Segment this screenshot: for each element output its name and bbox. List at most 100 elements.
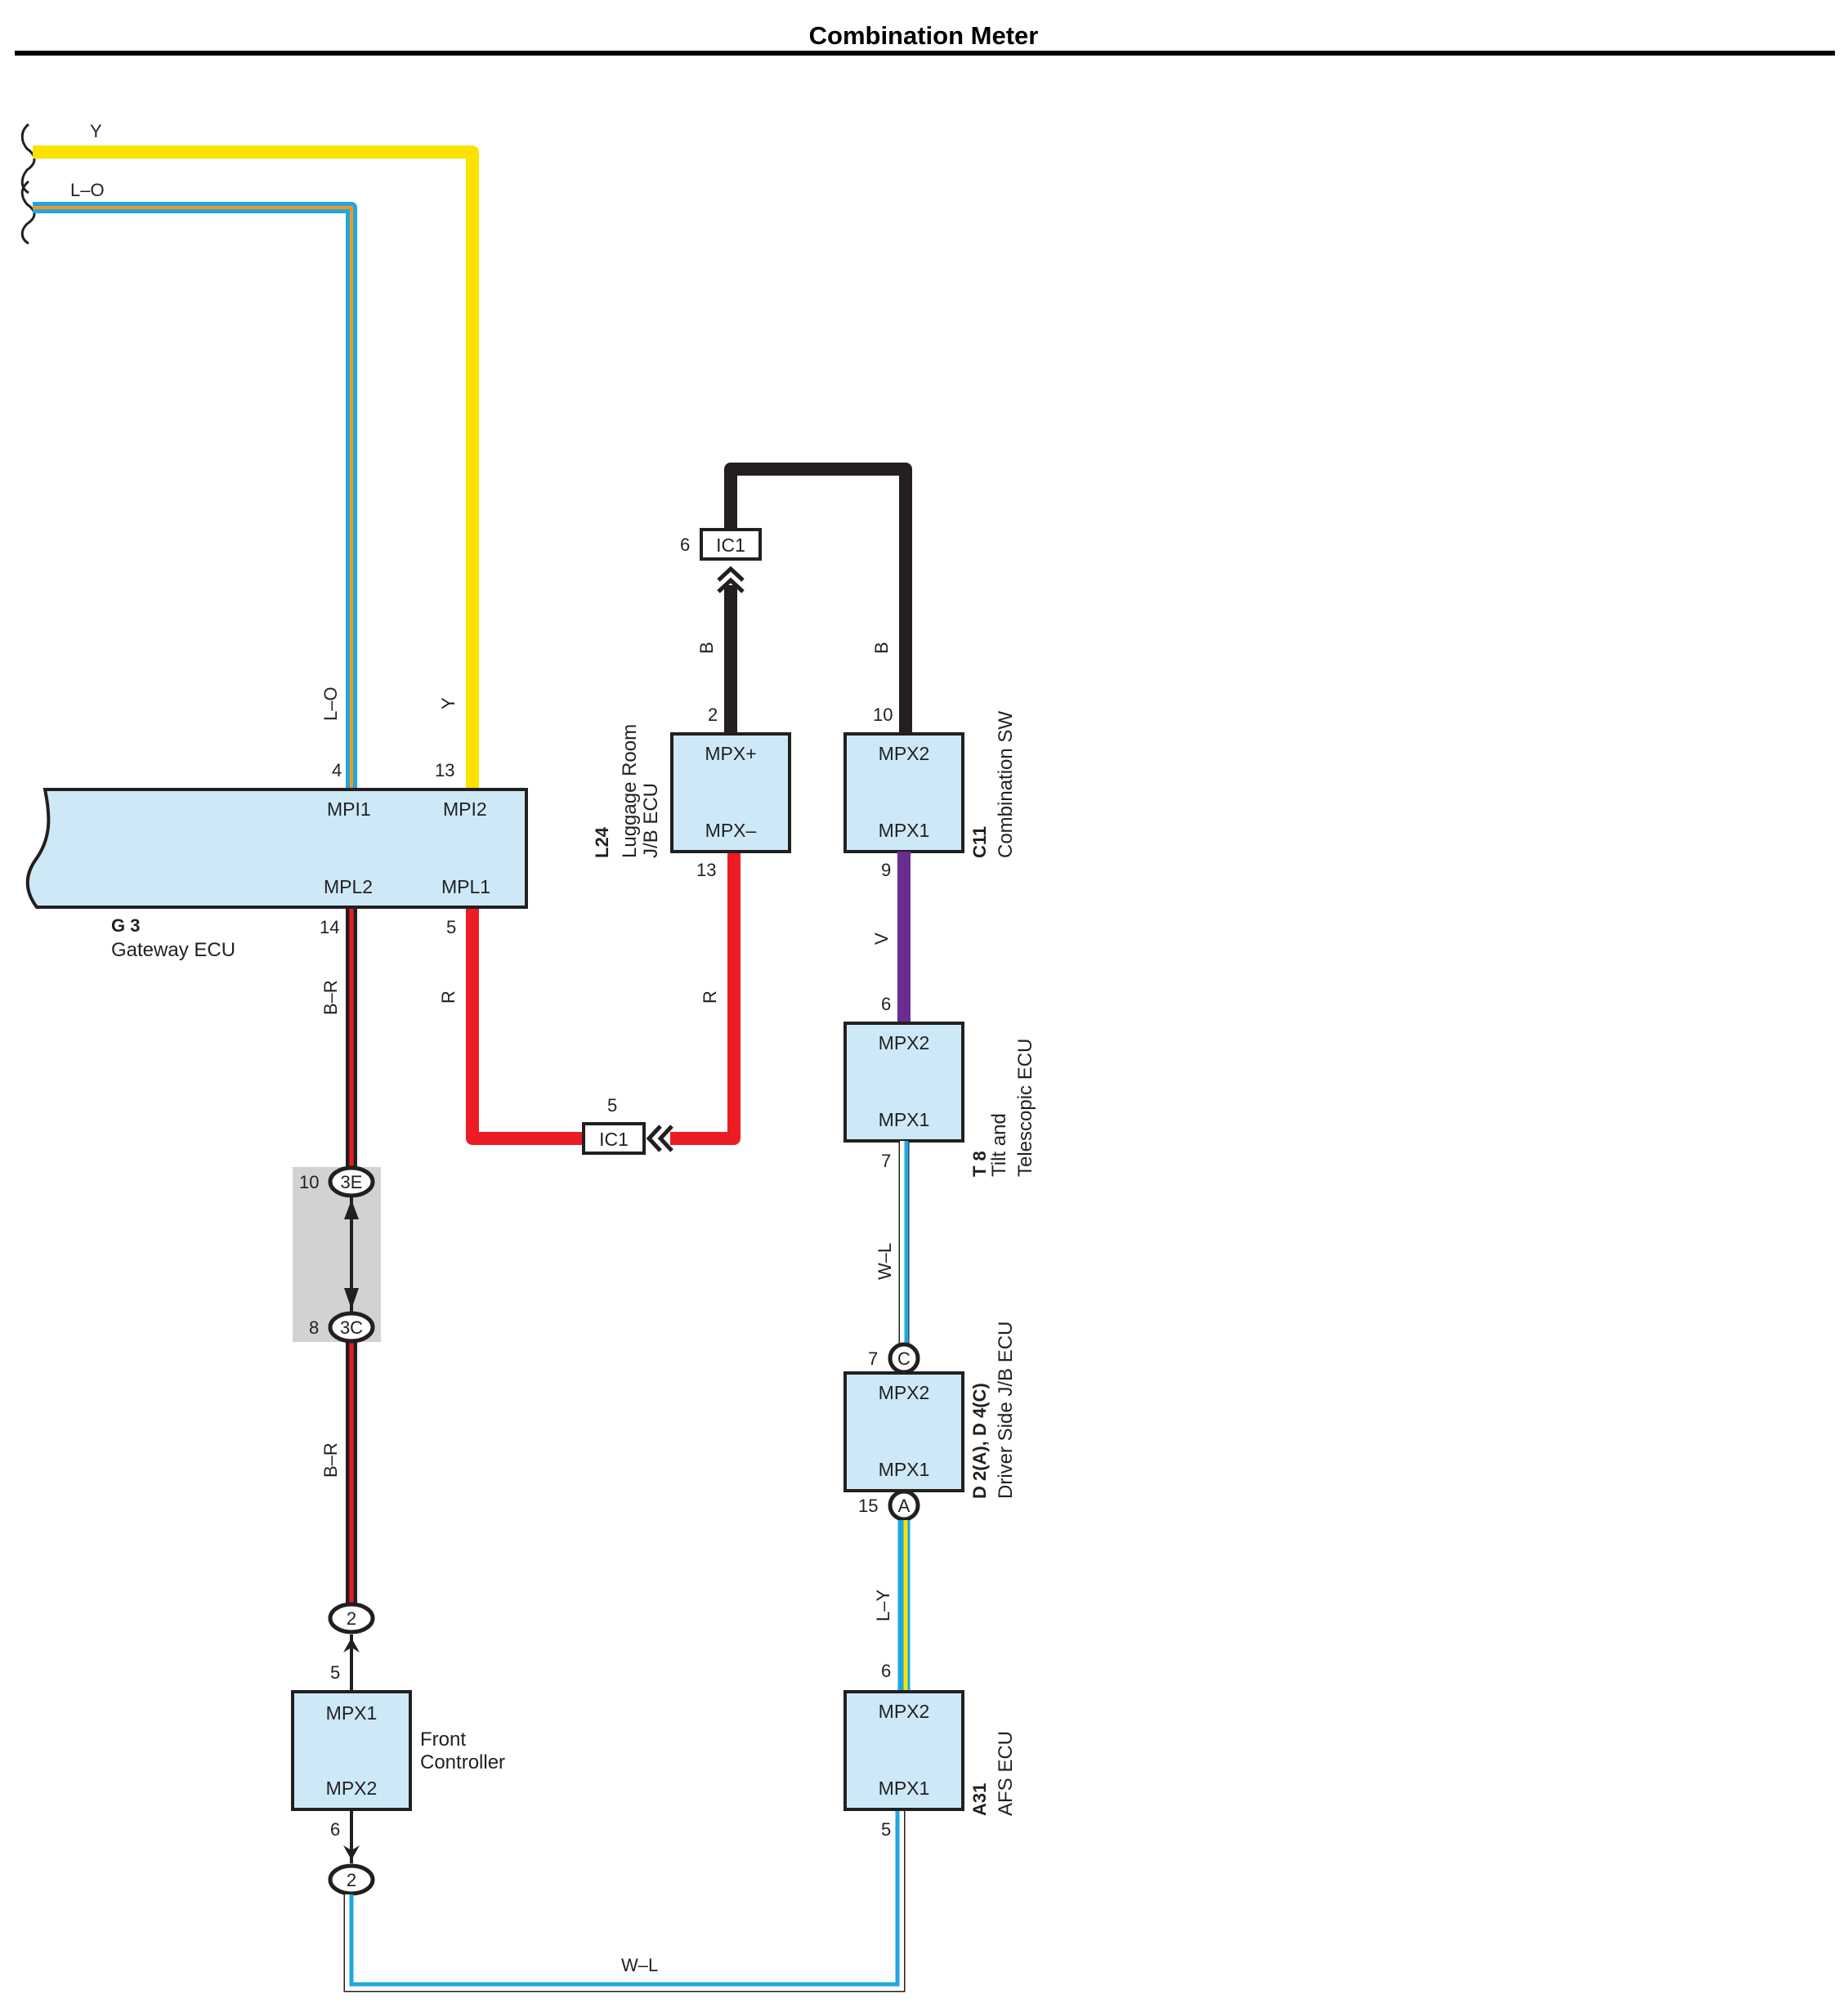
connector-ic1-top xyxy=(700,528,762,561)
front-terminal-mpx1: MPX1 xyxy=(326,1702,378,1724)
driver-jb-ecu-box xyxy=(843,1371,964,1492)
connector-3c-pin: 8 xyxy=(309,1317,319,1338)
ic1-bottom-chevron xyxy=(646,1125,673,1152)
l24-pin-13: 13 xyxy=(696,860,716,880)
t8-pin-7: 7 xyxy=(881,1151,891,1171)
c11-pin-9: 9 xyxy=(881,860,891,880)
driver-terminal-mpx2: MPX2 xyxy=(879,1382,930,1403)
wire-break-lo xyxy=(20,180,36,245)
wire-y xyxy=(33,145,479,788)
wire-r-left xyxy=(466,909,584,1145)
connector-ic1-bottom-label: IC1 xyxy=(599,1129,629,1150)
front-controller-box xyxy=(291,1690,412,1811)
wire-label-wl-t8: W–L xyxy=(875,1243,895,1280)
t8-terminal-mpx2: MPX2 xyxy=(879,1032,930,1053)
connector-ic1-top-label: IC1 xyxy=(716,534,745,556)
l24-code: L24 xyxy=(592,826,612,858)
wire-label-r-right: R xyxy=(700,991,720,1004)
c11-terminal-mpx1: MPX1 xyxy=(879,820,930,841)
connector-ic1-top-pin: 6 xyxy=(680,534,690,555)
c11-terminal-mpx2: MPX2 xyxy=(879,743,930,764)
wire-label-v: V xyxy=(871,932,892,945)
afs-code: A31 xyxy=(969,1783,990,1816)
t8-pin-6: 6 xyxy=(881,994,891,1014)
wire-label-wl-bottom: W–L xyxy=(621,1955,658,1975)
wire-label-y-top: Y xyxy=(90,121,102,141)
front-name-line2: Controller xyxy=(420,1751,505,1773)
driver-conn-a-label: A xyxy=(898,1496,911,1516)
front-pin-6: 6 xyxy=(330,1819,340,1840)
wire-wl-t8 xyxy=(898,1141,910,1344)
g3-code: G 3 xyxy=(111,915,140,936)
c11-code: C11 xyxy=(969,826,990,858)
afs-pin-5: 5 xyxy=(881,1819,891,1840)
t8-name-line2: Telescopic ECU xyxy=(1014,1039,1036,1177)
wire-label-b-left: B xyxy=(696,642,717,654)
front-pin-5: 5 xyxy=(330,1662,340,1683)
g3-pin-5: 5 xyxy=(446,917,456,937)
connector-3e xyxy=(328,1165,375,1198)
junction-block-bg xyxy=(293,1167,381,1342)
driver-pin-15: 15 xyxy=(858,1496,878,1516)
wire-ly xyxy=(897,1520,911,1690)
afs-name: AFS ECU xyxy=(995,1731,1017,1816)
wire-r-right xyxy=(670,852,741,1145)
front-name-line1: Front xyxy=(420,1728,466,1751)
afs-pin-6: 6 xyxy=(881,1661,891,1681)
l24-name-line2: J/B ECU xyxy=(640,783,662,858)
c11-pin-10: 10 xyxy=(873,704,893,725)
g3-terminal-mpl2: MPL2 xyxy=(324,876,373,897)
front-arrow-bottom xyxy=(343,1845,360,1860)
front-conn-bottom-label: 2 xyxy=(347,1870,356,1890)
front-conn-bottom xyxy=(328,1863,375,1896)
g3-pin-14: 14 xyxy=(320,917,339,937)
wire-label-r-left: R xyxy=(438,991,459,1004)
connector-3e-label: 3E xyxy=(341,1172,363,1192)
afs-ecu-box xyxy=(843,1690,964,1811)
luggage-ecu-box xyxy=(670,732,791,853)
t8-terminal-mpx1: MPX1 xyxy=(879,1109,930,1130)
gateway-ecu-box xyxy=(25,788,528,909)
connector-ic1-bottom-pin: 5 xyxy=(607,1095,617,1116)
g3-terminal-mpl1: MPL1 xyxy=(441,876,490,897)
t8-code: T 8 xyxy=(969,1151,990,1177)
g3-terminal-mpi1: MPI1 xyxy=(327,798,371,820)
connector-ic1-bottom xyxy=(582,1122,646,1155)
junction-arrow-down xyxy=(344,1288,359,1309)
c11-name: Combination SW xyxy=(995,711,1017,858)
front-conn-top-label: 2 xyxy=(347,1608,356,1629)
afs-terminal-mpx2: MPX2 xyxy=(879,1701,930,1722)
g3-name: Gateway ECU xyxy=(111,939,235,961)
wire-label-lo-vert: L–O xyxy=(320,686,341,721)
wire-lo xyxy=(33,202,357,788)
wire-label-br-upper: B–R xyxy=(320,980,341,1015)
l24-terminal-mpx-minus: MPX– xyxy=(705,820,757,841)
g3-pin-13: 13 xyxy=(435,760,454,780)
wire-label-y-vert: Y xyxy=(438,697,459,709)
g3-terminal-mpi2: MPI2 xyxy=(443,798,487,820)
driver-conn-c-label: C xyxy=(897,1348,911,1369)
junction-arrow-up xyxy=(344,1200,359,1219)
connector-3c xyxy=(328,1311,375,1344)
l24-pin-2: 2 xyxy=(708,704,718,725)
wire-b-upper xyxy=(724,463,912,732)
wire-break-y xyxy=(20,123,36,195)
driver-pin-7: 7 xyxy=(868,1348,878,1369)
tilt-ecu-box xyxy=(843,1022,964,1143)
g3-pin-4: 4 xyxy=(332,760,342,780)
wire-label-br-lower: B–R xyxy=(320,1442,341,1478)
driver-code: D 2(A), D 4(C) xyxy=(969,1383,990,1499)
driver-terminal-mpx1: MPX1 xyxy=(879,1459,930,1480)
front-arrow-top xyxy=(343,1638,360,1652)
front-terminal-mpx2: MPX2 xyxy=(326,1778,378,1799)
ic1-top-chevron xyxy=(717,566,745,593)
front-conn-top xyxy=(328,1602,375,1635)
wire-wl-bottom xyxy=(343,1811,906,1992)
l24-terminal-mpx-plus: MPX+ xyxy=(705,743,756,764)
connector-3e-pin: 10 xyxy=(299,1172,319,1192)
wire-label-ly: L–Y xyxy=(873,1590,893,1621)
l24-name-line1: Luggage Room xyxy=(619,724,641,858)
afs-terminal-mpx1: MPX1 xyxy=(879,1778,930,1799)
page-title: Combination Meter xyxy=(809,21,1039,50)
